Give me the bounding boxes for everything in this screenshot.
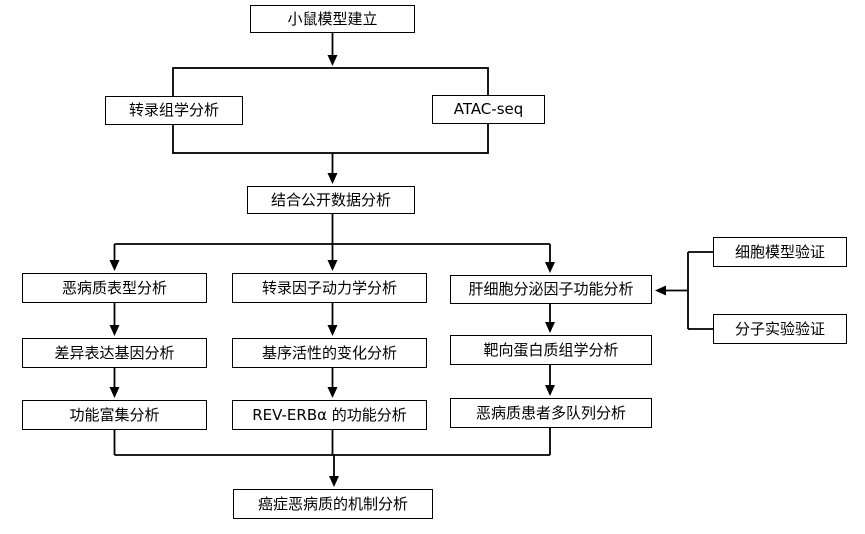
node-mouse-model: 小鼠模型建立 — [250, 5, 415, 33]
node-tf-dynamics-analysis: 转录因子动力学分析 — [232, 273, 427, 303]
node-cachexia-phenotype-analysis: 恶病质表型分析 — [22, 273, 207, 303]
node-atac-seq: ATAC-seq — [432, 95, 545, 124]
edge-mouse-to-omics-frame — [172, 33, 489, 154]
node-functional-enrichment-analysis: 功能富集分析 — [22, 400, 207, 430]
node-motif-activity-analysis: 基序活性的变化分析 — [232, 338, 427, 368]
node-reverb-alpha-function-analysis: REV-ERBα 的功能分析 — [232, 400, 427, 430]
node-targeted-proteomics-analysis: 靶向蛋白质组学分析 — [450, 335, 652, 365]
edges-validation-bracket — [655, 251, 713, 330]
edges-public-data-to-branches — [109, 214, 555, 273]
node-molecular-experiment-validation: 分子实验验证 — [713, 314, 847, 344]
edges-columns-to-mechanism — [113, 428, 551, 487]
node-hepatokine-function-analysis: 肝细胞分泌因子功能分析 — [450, 275, 652, 304]
node-transcriptomics: 转录组学分析 — [105, 96, 243, 125]
node-public-data-analysis: 结合公开数据分析 — [247, 186, 415, 214]
node-multi-cohort-analysis: 恶病质患者多队列分析 — [450, 398, 652, 428]
node-deg-analysis: 差异表达基因分析 — [22, 338, 207, 368]
node-cancer-cachexia-mechanism-analysis: 癌症恶病质的机制分析 — [233, 489, 433, 519]
node-cell-model-validation: 细胞模型验证 — [713, 237, 847, 267]
